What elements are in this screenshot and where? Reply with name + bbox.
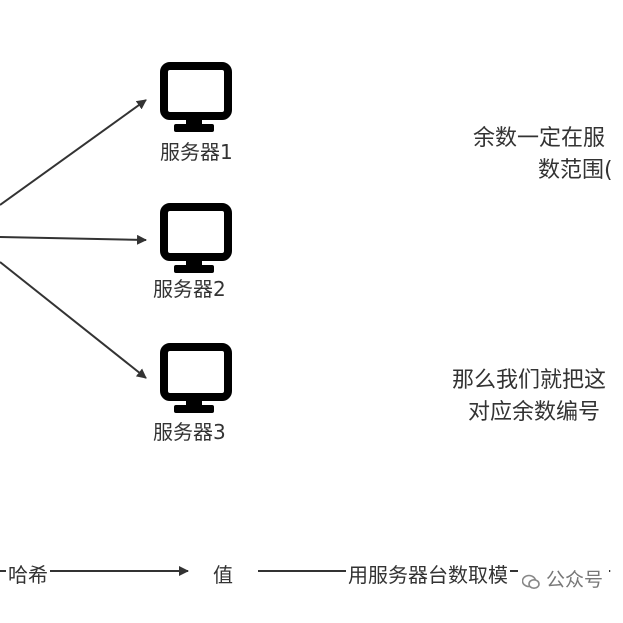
monitor-icon: [160, 203, 232, 273]
watermark: 公众号: [518, 565, 610, 592]
arrow-to-server-1: [0, 99, 147, 206]
note-1-line-2: 数范围(: [538, 158, 613, 183]
note-2-line-1: 那么我们就把这: [452, 368, 607, 393]
note-1-line-1: 余数一定在服: [473, 126, 606, 151]
server-2-label: 服务器2: [153, 277, 226, 301]
server-3-label: 服务器3: [153, 420, 226, 444]
flow-step-value: 值: [213, 559, 233, 588]
wechat-icon: [521, 573, 540, 589]
note-2-line-2: 对应余数编号: [468, 400, 601, 425]
server-1-label: 服务器1: [160, 140, 233, 164]
arrow-to-server-3: [0, 261, 147, 379]
flow-step-hash: 哈希: [6, 559, 50, 588]
flow-step-mod: 用服务器台数取模: [346, 559, 510, 588]
monitor-icon: [160, 343, 232, 413]
arrow-to-server-2: [0, 234, 147, 245]
watermark-text: 公众号: [546, 569, 604, 591]
monitor-icon: [160, 62, 232, 132]
